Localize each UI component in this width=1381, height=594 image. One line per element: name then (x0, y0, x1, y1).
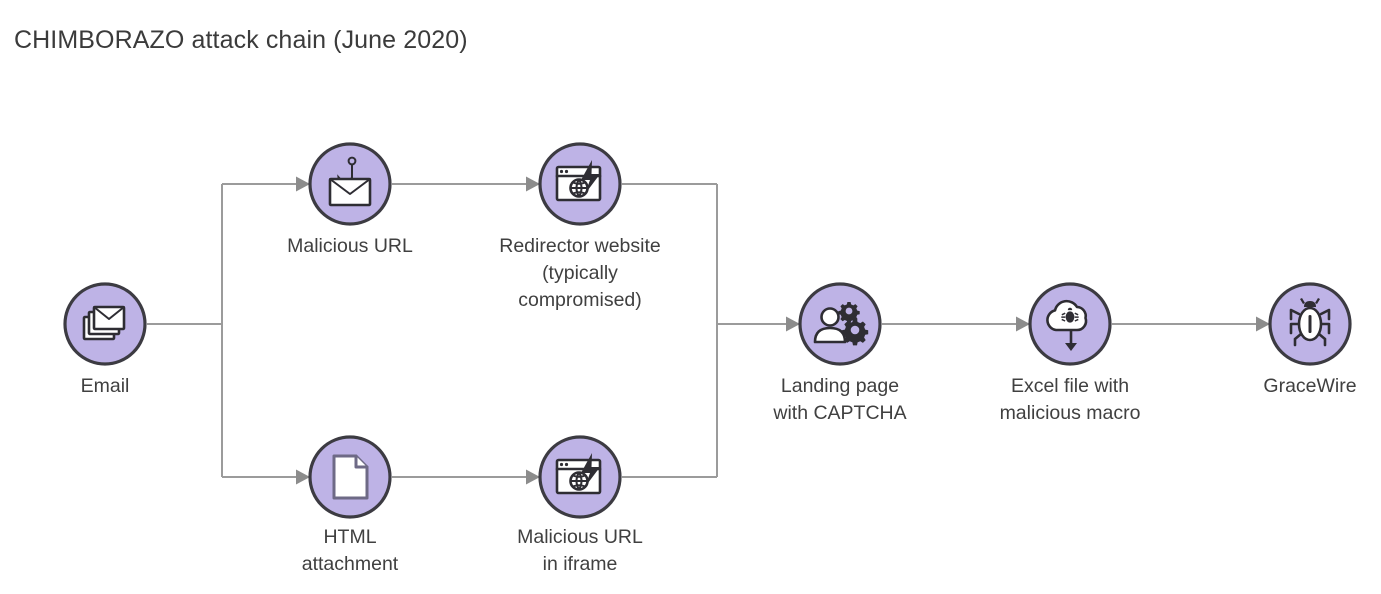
arrow-head-merge-to-landing-page (786, 316, 800, 332)
node-gracewire-label: GraceWire (1263, 375, 1356, 397)
bug-icon (1289, 298, 1331, 347)
node-redirector-website[interactable]: Redirector website (typically compromise… (499, 142, 661, 311)
node-landing-page-captcha-circle[interactable] (798, 282, 882, 366)
node-email[interactable]: Email (63, 282, 147, 397)
node-redirector-website-label-line-2: (typically (542, 262, 618, 284)
arrow-head-excel-to-gracewire (1256, 316, 1270, 332)
node-gracewire[interactable]: GraceWire (1263, 282, 1357, 397)
arrow-head-split-to-html-attachment (296, 469, 310, 485)
node-email-label: Email (81, 375, 130, 397)
node-malicious-url-iframe-label-line-1: Malicious URL (517, 526, 643, 548)
cloud-bug-download-icon (1046, 299, 1088, 351)
document-page-icon (332, 454, 369, 500)
node-redirector-website-label-line-1: Redirector website (499, 235, 660, 257)
node-malicious-url[interactable]: Malicious URL (287, 142, 413, 257)
node-malicious-url-iframe-label-line-2: in iframe (543, 553, 618, 575)
page-title: CHIMBORAZO attack chain (June 2020) (14, 26, 468, 54)
node-html-attachment-label-line-2: attachment (302, 553, 399, 575)
browser-globe-lightning-icon (555, 160, 602, 202)
arrow-head-landing-page-to-excel (1016, 316, 1030, 332)
phishing-envelope-hook-icon (328, 156, 372, 207)
node-malicious-url-iframe[interactable]: Malicious URL in iframe (517, 435, 643, 575)
node-landing-page-captcha-label-line-1: Landing page (781, 375, 899, 397)
node-landing-page-captcha[interactable]: Landing page with CAPTCHA (772, 282, 907, 424)
node-html-attachment[interactable]: HTML attachment (302, 435, 399, 575)
node-html-attachment-label-line-1: HTML (323, 526, 376, 548)
node-redirector-website-label-line-3: compromised) (518, 289, 642, 311)
edges-layer (147, 176, 1270, 485)
stacked-envelopes-icon (82, 305, 126, 341)
node-excel-malicious-macro[interactable]: Excel file with malicious macro (1000, 282, 1141, 424)
browser-globe-lightning-icon (555, 453, 602, 495)
node-excel-malicious-macro-label-line-2: malicious macro (1000, 402, 1141, 424)
arrow-head-split-to-malicious-url (296, 176, 310, 192)
node-malicious-url-label: Malicious URL (287, 235, 413, 257)
arrow-head-malicious-url-to-redirector (526, 176, 540, 192)
node-excel-malicious-macro-label-line-1: Excel file with (1011, 375, 1129, 397)
arrow-head-html-attachment-to-iframe (526, 469, 540, 485)
person-gears-icon (813, 302, 869, 346)
node-landing-page-captcha-label-line-2: with CAPTCHA (772, 402, 906, 424)
